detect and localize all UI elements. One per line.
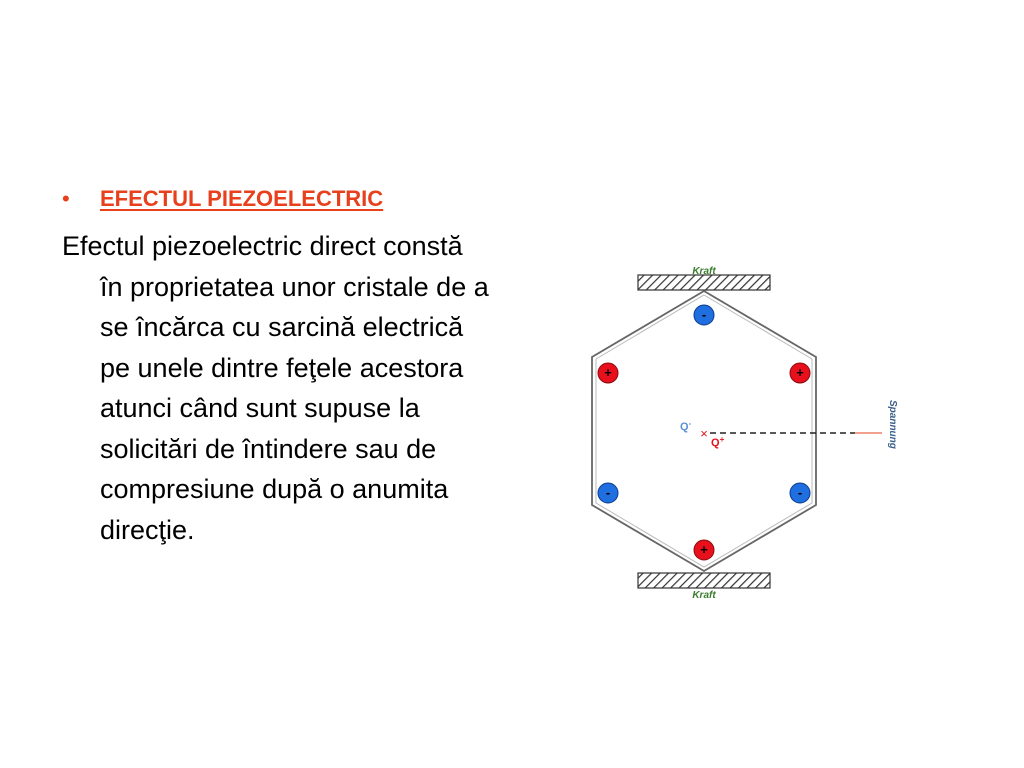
center-mark: × bbox=[700, 426, 708, 441]
svg-text:+: + bbox=[700, 542, 708, 557]
crystal-hexagon-inner bbox=[595, 294, 813, 568]
svg-text:+: + bbox=[604, 365, 612, 380]
charge-negative-lower-right: - bbox=[789, 482, 811, 504]
charge-q-plus: Q+ bbox=[711, 435, 725, 449]
charge-positive-upper-left: + bbox=[597, 362, 619, 384]
charge-negative-lower-left: - bbox=[597, 482, 619, 504]
slide-heading: EFECTUL PIEZOELECTRIC bbox=[100, 186, 384, 211]
top-pressure-plate bbox=[637, 274, 771, 291]
bullet-marker: • bbox=[62, 186, 70, 211]
force-label-bottom: Kraft bbox=[692, 590, 716, 601]
piezoelectric-diagram: Kraft Kraft Spannung × Q- Q+ - + + - - + bbox=[591, 266, 898, 601]
charge-positive-bottom: + bbox=[693, 539, 715, 561]
charge-negative-top: - bbox=[693, 304, 715, 326]
svg-text:-: - bbox=[606, 485, 610, 500]
charge-q-minus: Q- bbox=[680, 419, 692, 433]
crystal-hexagon bbox=[591, 289, 817, 573]
charge-positive-upper-right: + bbox=[789, 362, 811, 384]
svg-text:+: + bbox=[796, 365, 804, 380]
voltage-label: Spannung bbox=[887, 400, 898, 449]
svg-text:-: - bbox=[702, 307, 706, 322]
svg-text:-: - bbox=[798, 485, 802, 500]
bottom-pressure-plate bbox=[637, 572, 771, 589]
body-paragraph: Efectul piezoelectric direct constă în p… bbox=[62, 231, 489, 545]
force-label-top: Kraft bbox=[692, 266, 716, 277]
heading-row: • EFECTUL PIEZOELECTRIC bbox=[62, 186, 383, 212]
